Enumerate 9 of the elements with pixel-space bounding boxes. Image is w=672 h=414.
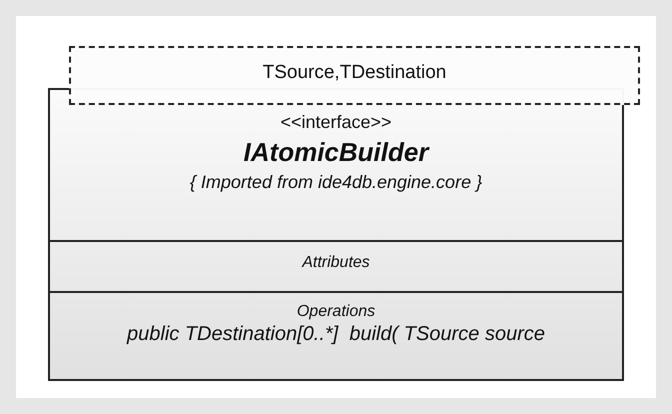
- compartment-title: Operations: [296, 303, 376, 321]
- class-name: IAtomicBuilder: [242, 137, 430, 168]
- interface-class-box: [48, 88, 624, 381]
- template-parameter-box: [69, 46, 640, 105]
- operation-signature: public TDestination[0..*] build( TSource source: [126, 323, 546, 346]
- class-property-note: { Imported from ide4db.engine.core }: [188, 172, 484, 193]
- compartment-title: Attributes: [300, 254, 371, 272]
- template-parameter: TSource,TDestination: [262, 62, 448, 84]
- stereotype-text: <<interface>>: [279, 112, 393, 133]
